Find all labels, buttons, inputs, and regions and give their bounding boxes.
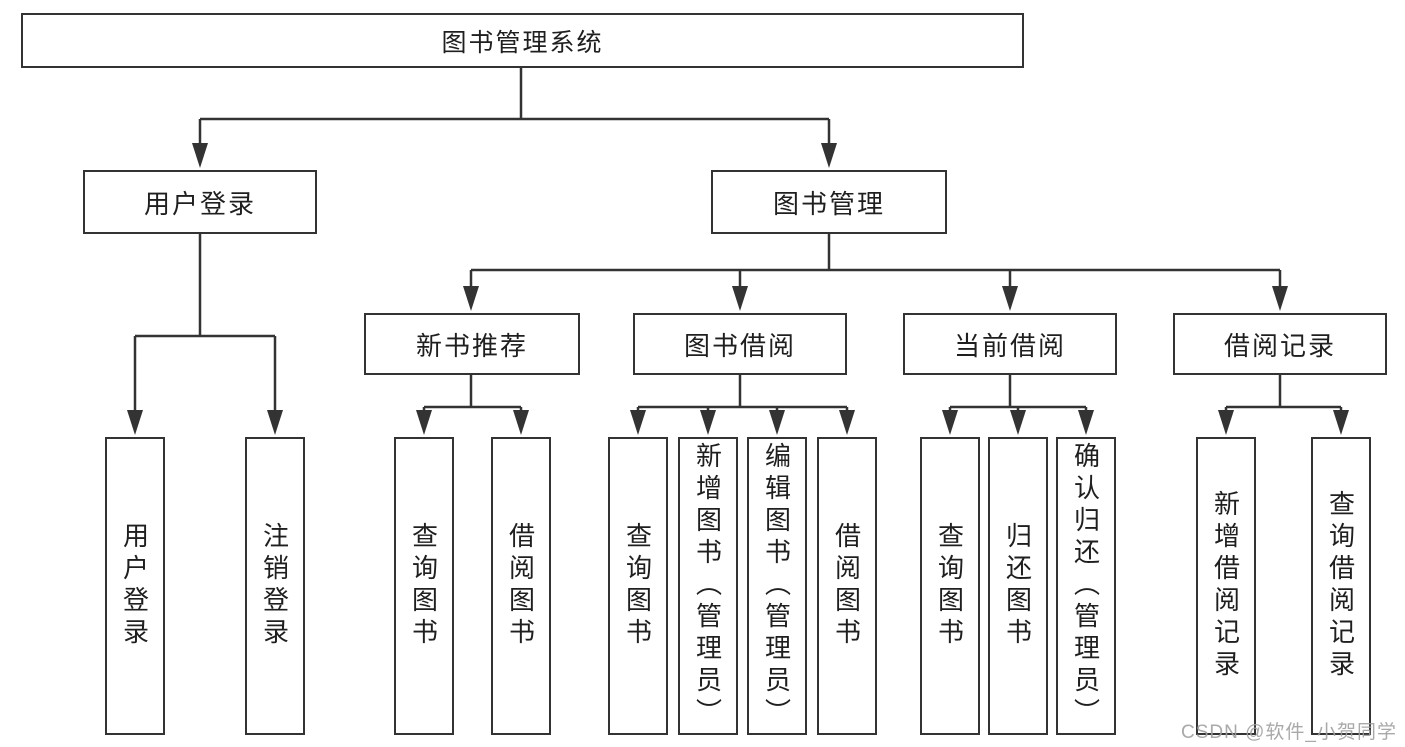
node-new-book-recommend: 新书推荐 (364, 313, 580, 375)
leaf-add-book-admin: 新增图书（管理员） (678, 437, 738, 735)
leaf-confirm-return-admin: 确认归还（管理员） (1056, 437, 1116, 735)
leaf-add-borrow-record-label: 新增借阅记录 (1210, 490, 1241, 682)
arrow-down-icon (821, 143, 837, 168)
leaf-query-books-current-label: 查询图书 (934, 522, 965, 650)
arrow-down-icon (416, 410, 432, 435)
arrow-down-icon (267, 410, 283, 435)
leaf-query-books-current: 查询图书 (920, 437, 980, 735)
node-book-borrowing: 图书借阅 (633, 313, 847, 375)
arrow-down-icon (700, 410, 716, 435)
leaf-borrow-books-borrowing: 借阅图书 (817, 437, 877, 735)
arrow-down-icon (1078, 410, 1094, 435)
arrow-down-icon (1218, 410, 1234, 435)
arrow-down-icon (630, 410, 646, 435)
leaf-logout: 注销登录 (245, 437, 305, 735)
node-book-management-label: 图书管理 (772, 188, 885, 219)
arrow-down-icon (1010, 410, 1026, 435)
leaf-query-books-recommend: 查询图书 (394, 437, 454, 735)
node-user-login-label: 用户登录 (143, 188, 256, 219)
arrow-down-icon (942, 410, 958, 435)
leaf-borrow-books-recommend: 借阅图书 (491, 437, 551, 735)
leaf-user-login: 用户登录 (105, 437, 165, 735)
arrow-down-icon (1333, 410, 1349, 435)
leaf-return-book-label: 归还图书 (1002, 522, 1033, 650)
leaf-query-books-borrowing: 查询图书 (608, 437, 668, 735)
node-borrowing-records-label: 借阅记录 (1223, 330, 1336, 361)
leaf-borrow-books-borrowing-label: 借阅图书 (831, 522, 862, 650)
arrow-down-icon (192, 143, 208, 168)
node-borrowing-records: 借阅记录 (1173, 313, 1387, 375)
csdn-watermark: CSDN @软件_小贺同学 (1181, 722, 1397, 743)
arrowhead-group (127, 143, 1349, 435)
leaf-add-book-admin-label: 新增图书（管理员） (692, 442, 723, 730)
leaf-query-books-recommend-label: 查询图书 (408, 522, 439, 650)
arrow-down-icon (513, 410, 529, 435)
leaf-return-book: 归还图书 (988, 437, 1048, 735)
node-current-borrowing-label: 当前借阅 (953, 330, 1066, 361)
node-book-management: 图书管理 (711, 170, 947, 234)
arrow-down-icon (1272, 286, 1288, 311)
leaf-query-books-borrowing-label: 查询图书 (622, 522, 653, 650)
leaf-edit-book-admin: 编辑图书（管理员） (747, 437, 807, 735)
leaf-add-borrow-record: 新增借阅记录 (1196, 437, 1256, 735)
node-current-borrowing: 当前借阅 (903, 313, 1117, 375)
arrow-down-icon (127, 410, 143, 435)
leaf-edit-book-admin-label: 编辑图书（管理员） (761, 442, 792, 730)
leaf-user-login-label: 用户登录 (119, 522, 150, 650)
arrow-down-icon (732, 286, 748, 311)
node-root: 图书管理系统 (21, 13, 1024, 68)
leaf-query-borrow-record-label: 查询借阅记录 (1325, 490, 1356, 682)
node-root-label: 图书管理系统 (441, 28, 604, 57)
arrow-down-icon (1002, 286, 1018, 311)
leaf-confirm-return-admin-label: 确认归还（管理员） (1070, 442, 1101, 730)
leaf-logout-label: 注销登录 (259, 522, 290, 650)
node-user-login: 用户登录 (83, 170, 317, 234)
arrow-down-icon (769, 410, 785, 435)
leaf-borrow-books-recommend-label: 借阅图书 (505, 522, 536, 650)
node-new-book-recommend-label: 新书推荐 (415, 330, 528, 361)
arrow-down-icon (463, 286, 479, 311)
arrow-down-icon (839, 410, 855, 435)
leaf-query-borrow-record: 查询借阅记录 (1311, 437, 1371, 735)
node-book-borrowing-label: 图书借阅 (683, 330, 796, 361)
